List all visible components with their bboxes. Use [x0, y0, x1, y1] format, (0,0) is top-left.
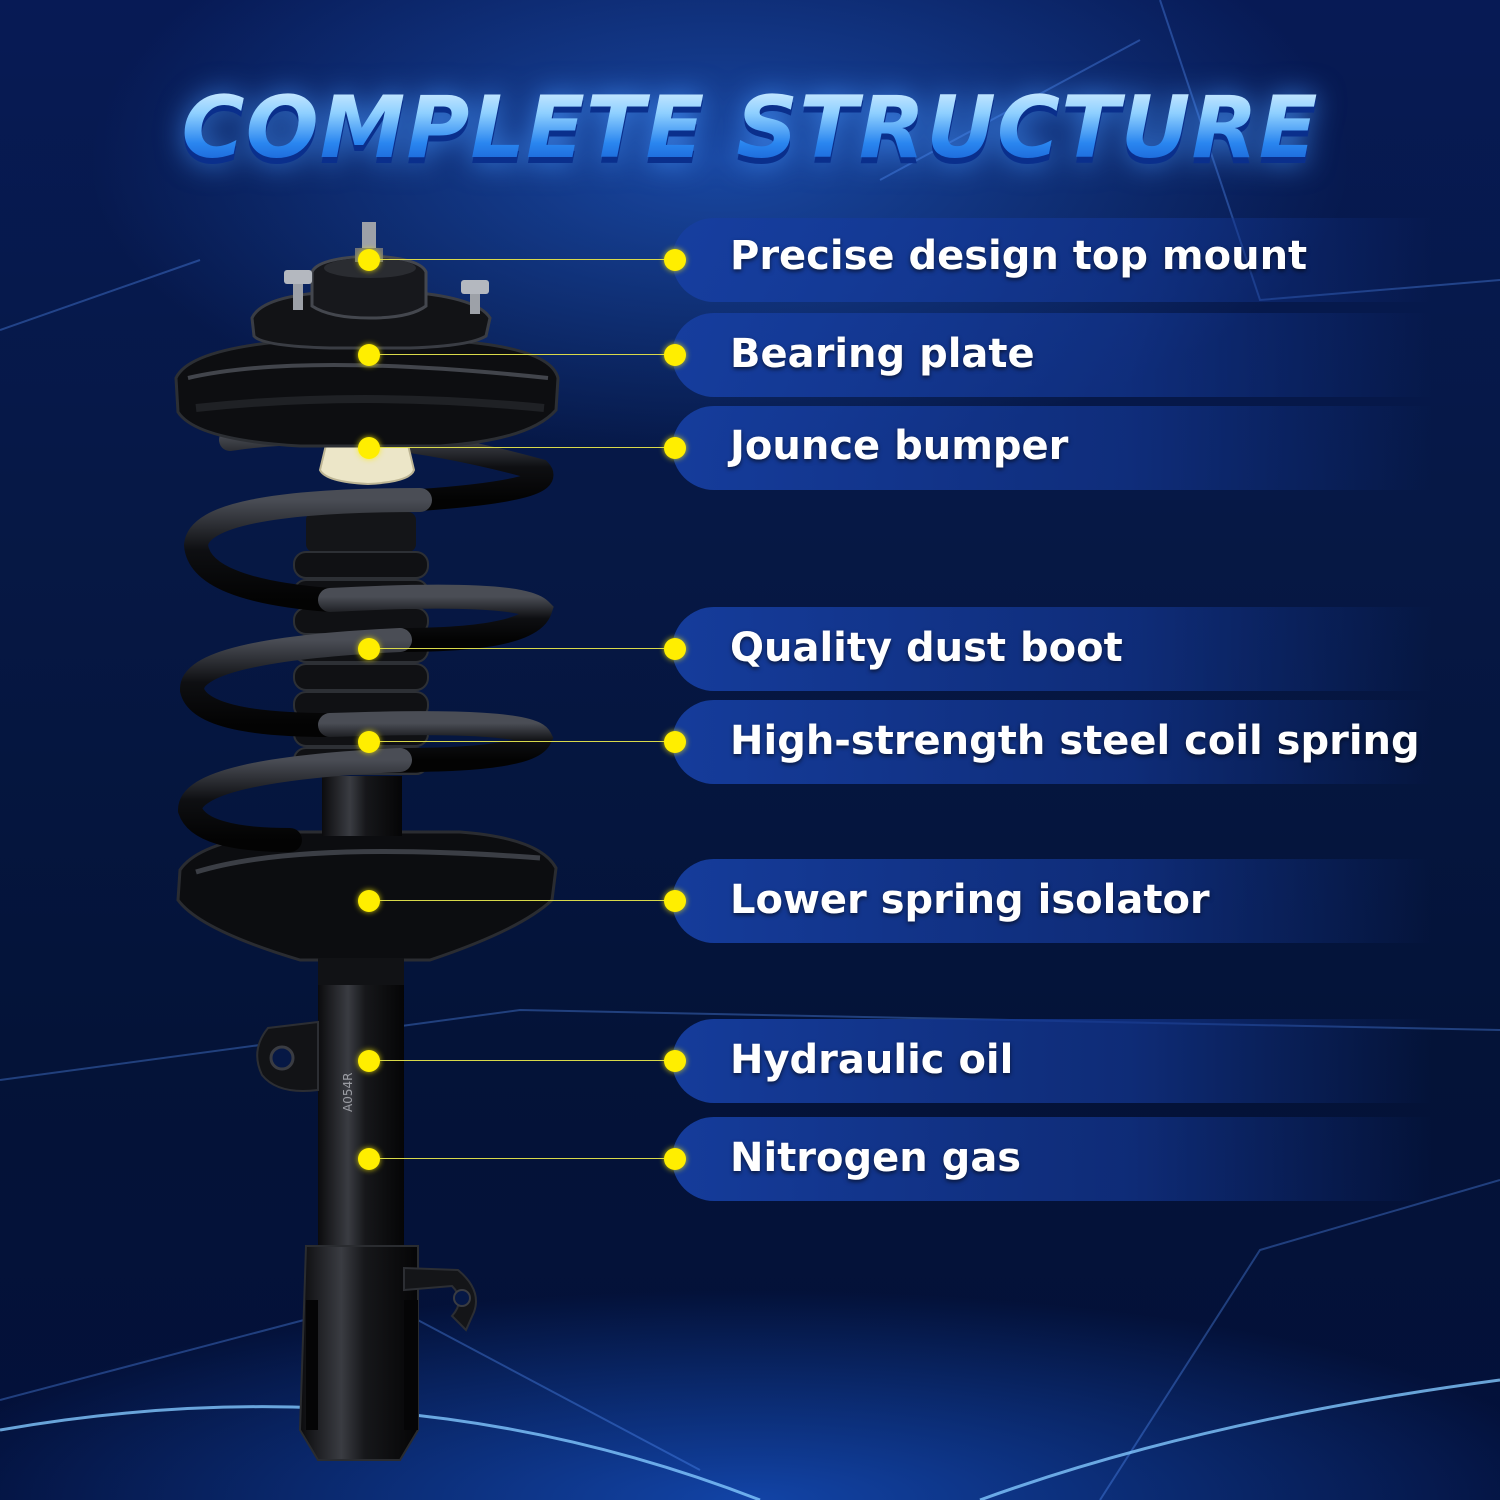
callout-pill	[672, 218, 1432, 302]
marker-dot	[358, 437, 380, 459]
marker-dot	[664, 437, 686, 459]
callout-label: Quality dust boot	[730, 625, 1123, 671]
leader-line	[368, 447, 675, 448]
callout-label: High-strength steel coil spring	[730, 718, 1420, 764]
marker-dot	[358, 1148, 380, 1170]
callout-label: Nitrogen gas	[730, 1135, 1022, 1181]
callout-pill	[672, 607, 1432, 691]
callout-label: Precise design top mount	[730, 233, 1308, 279]
upper-spring-seat	[174, 338, 560, 448]
page-title: COMPLETE STRUCTURE	[0, 78, 1500, 178]
leader-line	[368, 900, 675, 901]
marker-dot	[664, 249, 686, 271]
leader-line	[368, 259, 675, 260]
callout-pill	[672, 1117, 1432, 1201]
leader-line	[368, 1158, 675, 1159]
callout-label: Bearing plate	[730, 331, 1035, 377]
marker-dot	[664, 1050, 686, 1072]
top-mount	[250, 222, 492, 350]
marker-dot	[358, 890, 380, 912]
marker-dot	[664, 890, 686, 912]
callout-pill	[672, 406, 1432, 490]
leader-line	[368, 741, 675, 742]
leader-line	[368, 354, 675, 355]
coil-spring	[177, 423, 554, 852]
callout-label: Jounce bumper	[730, 423, 1069, 469]
marker-dot	[358, 344, 380, 366]
leader-line	[368, 648, 675, 649]
marker-dot	[358, 1050, 380, 1072]
callout-pill	[672, 1019, 1432, 1103]
callout-label: Hydraulic oil	[730, 1037, 1014, 1083]
callout-pill	[672, 313, 1432, 397]
strut-part-marking: A054R	[341, 1073, 355, 1112]
marker-dot	[664, 1148, 686, 1170]
strut-side-bracket	[256, 1020, 319, 1092]
mount-stud-right	[461, 280, 489, 314]
strut-body-tube: A054R	[318, 970, 404, 1260]
callout-label: Lower spring isolator	[730, 877, 1210, 923]
leader-line	[368, 1060, 675, 1061]
marker-dot	[664, 731, 686, 753]
strut-knuckle-clamp	[298, 1245, 477, 1461]
marker-dot	[358, 731, 380, 753]
marker-dot	[358, 249, 380, 271]
dust-boot	[293, 512, 429, 836]
callout-pill	[672, 859, 1432, 943]
marker-dot	[664, 638, 686, 660]
mount-stud-left	[284, 270, 312, 310]
marker-dot	[358, 638, 380, 660]
callout-pill	[672, 700, 1432, 784]
marker-dot	[664, 344, 686, 366]
